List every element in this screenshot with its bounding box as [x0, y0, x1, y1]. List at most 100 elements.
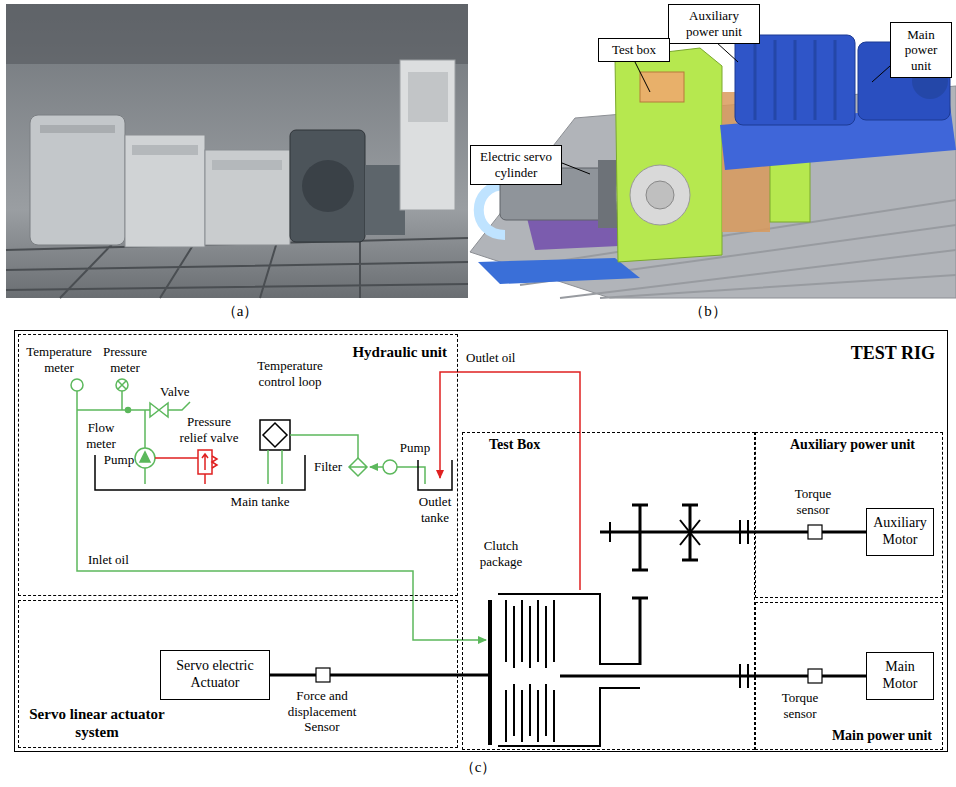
callout-box: Test box — [598, 38, 670, 62]
drawing-path — [150, 403, 168, 417]
label-holder: Temperature control loop — [244, 358, 336, 389]
box-text: Auxiliary Motor — [871, 515, 929, 549]
drawing-path — [610, 520, 748, 688]
callout-box: Main power unit — [890, 22, 952, 78]
test-rig-frame: TEST RIGHydraulic unitTest BoxAuxiliary … — [14, 330, 948, 752]
drawing-circle — [383, 460, 397, 474]
panel-label: （b） — [686, 302, 730, 320]
label-holder: Pump — [102, 452, 136, 468]
drawing-rect — [365, 165, 405, 235]
drawing-rect — [408, 72, 448, 122]
drawing-path — [462, 674, 490, 677]
drawing-circle — [630, 165, 690, 225]
label-holder: Pump — [398, 440, 432, 456]
label-holder: Outlet oil — [466, 350, 536, 366]
drawing-rect — [808, 525, 822, 539]
test-rig-photo — [6, 4, 468, 298]
drawing-circle — [302, 160, 354, 212]
region-heading: Auxiliary power unit — [790, 437, 940, 454]
part-label: Pump — [398, 440, 432, 456]
drawing-path — [140, 452, 150, 462]
box-text: Test box — [612, 42, 656, 58]
label-holder: Outlet tanke — [410, 494, 460, 525]
part-label: Pressure meter — [98, 344, 152, 375]
drawing-path — [506, 684, 554, 742]
drawing-path — [349, 458, 367, 476]
drawing-circle — [646, 181, 674, 209]
drawing-path — [506, 600, 554, 668]
drawing-path — [397, 467, 425, 484]
drawing-rect — [316, 668, 330, 682]
label-holder: Main tanke — [220, 494, 300, 510]
test-rig-model — [470, 35, 956, 298]
flow-label: Inlet oil — [88, 552, 158, 568]
part-label: Filter — [310, 459, 346, 475]
label-holder: Temperature meter — [22, 344, 96, 375]
actuator-system-region: Servo linear actuator system Servo electr… — [18, 600, 458, 748]
part-label: Pressure relief valve — [176, 414, 242, 445]
motor-box: Auxiliary Motor — [866, 508, 934, 556]
box-text: Electric servo cylinder — [475, 149, 557, 180]
drawing-path — [560, 675, 755, 678]
label-holder: Pressure meter — [98, 344, 152, 375]
drawing-path — [755, 40, 835, 120]
drawing-rect — [132, 145, 198, 155]
drawing-circle — [71, 379, 83, 391]
panel-label: （a） — [218, 302, 262, 320]
drawing-path — [632, 598, 648, 665]
drawing-circle — [126, 408, 131, 413]
drawing-polygon — [478, 258, 640, 284]
drawing-rect — [290, 130, 365, 242]
drawing-rect — [640, 72, 684, 102]
label-holder: （b） — [686, 302, 730, 320]
drawing-rect — [212, 160, 282, 170]
drawing-path — [498, 594, 640, 746]
part-label: Main tanke — [220, 494, 300, 510]
drawing-path — [118, 381, 126, 389]
drawing-rect — [125, 135, 205, 247]
drawing-path — [263, 423, 287, 447]
drawing-path — [600, 531, 755, 534]
clutch-gear-train — [316, 505, 822, 746]
box-text: Auxiliary power unit — [673, 8, 755, 39]
sensor-label: Torque sensor — [770, 690, 830, 721]
region-heading: Main power unit — [782, 728, 932, 745]
drawing-path — [418, 460, 452, 490]
drawing-rect — [6, 4, 468, 64]
drawing-circle — [116, 379, 128, 391]
hydraulic-unit-region: Hydraulic unit — [18, 334, 458, 596]
label-holder: Torque sensor — [783, 486, 843, 517]
drawing-circle — [135, 448, 155, 468]
drawing-path — [290, 435, 358, 458]
drawing-rect — [400, 60, 455, 210]
part-label: Valve — [160, 384, 200, 400]
panel-label: （c） — [456, 758, 500, 776]
region-heading: Hydraulic unit — [327, 343, 447, 361]
label-holder: Pressure relief valve — [176, 414, 242, 445]
part-label: Clutch package — [466, 538, 536, 569]
drawing-path — [268, 450, 282, 484]
box-text: Main Motor — [871, 659, 929, 693]
region-heading: Servo linear actuator system — [27, 705, 167, 741]
drawing-path — [488, 600, 492, 745]
label-holder: （a） — [218, 302, 262, 320]
region-heading: TEST RIG — [825, 343, 935, 365]
actuator-box: Servo electric Actuator — [160, 650, 270, 700]
drawing-path — [144, 410, 146, 484]
box-text: Servo electric Actuator — [165, 658, 265, 692]
sensor-label: Torque sensor — [783, 486, 843, 517]
drawing-path — [370, 466, 383, 468]
label-holder: Flow meter — [80, 420, 122, 451]
label-holder: Force and displacement Sensor — [272, 688, 372, 735]
label-holder: Valve — [160, 384, 200, 400]
label-holder: Filter — [310, 459, 346, 475]
drawing-polygon — [615, 48, 722, 262]
drawing-rect — [30, 115, 125, 245]
drawing-path — [202, 454, 217, 470]
motor-box: Main Motor — [866, 652, 934, 700]
label-holder: Inlet oil — [88, 552, 158, 568]
flow-label: Outlet oil — [466, 350, 536, 366]
label-holder: （c） — [456, 758, 500, 776]
